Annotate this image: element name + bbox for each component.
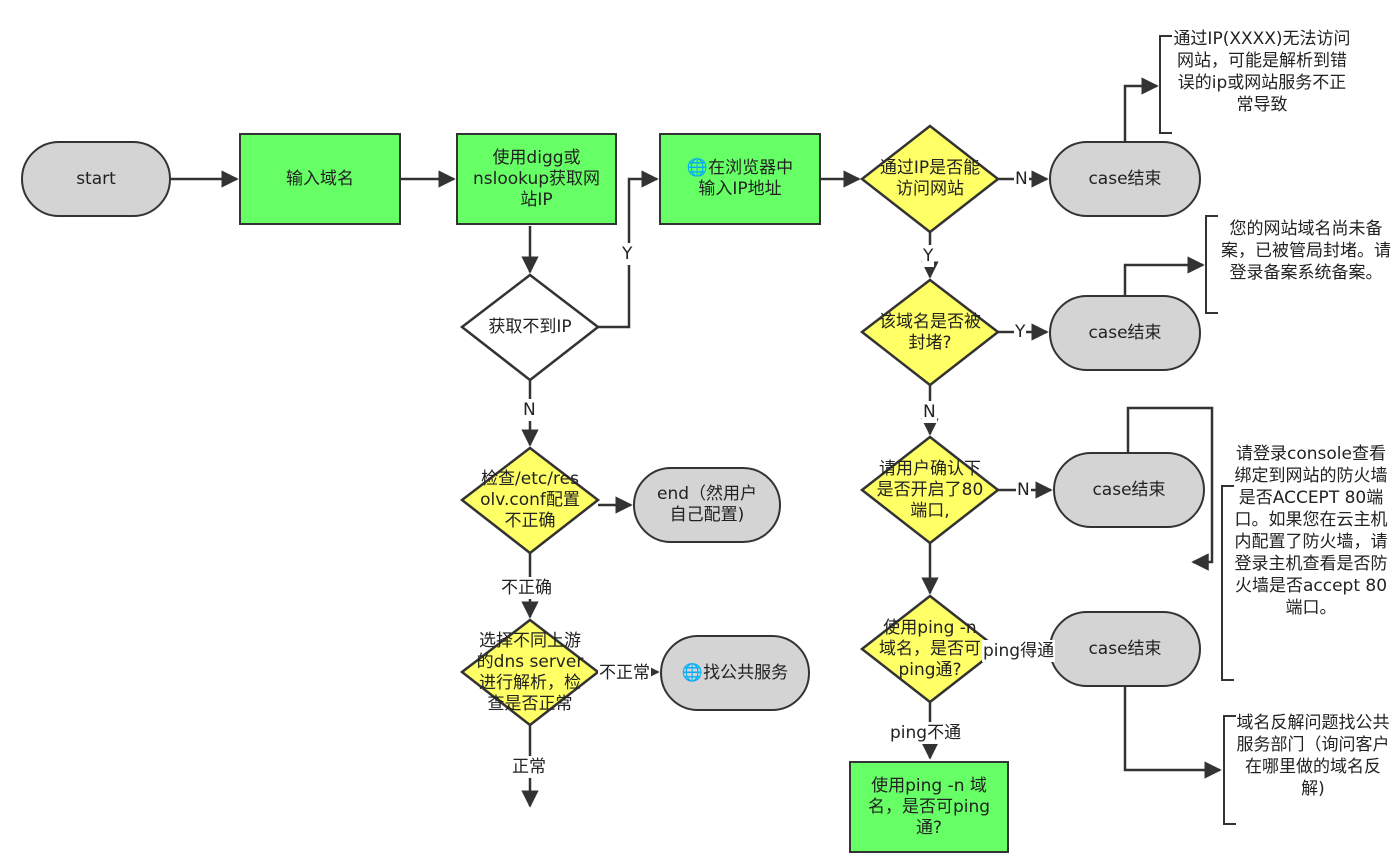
edge-label-incorrect-right: 不正常 [598,662,651,684]
case-end-label-3: case结束 [1092,479,1166,500]
use-dig-label: 使用digg或nslookup获取网站IP [472,147,601,210]
edge-label-n-blocked: N [922,401,937,423]
start-label: start [76,168,116,189]
browser-ip-label: 🌐在浏览器中输入IP地址 [686,158,794,199]
browser-ip-process: 🌐在浏览器中输入IP地址 [659,133,821,225]
domain-blocked-text: 该域名是否被封堵? [879,312,981,353]
note-domain-blocked: 您的网站域名尚未备案，已被管局封堵。请登录备案系统备案。 [1221,219,1391,283]
start-node: start [21,141,171,217]
enter-domain-process: 输入域名 [239,133,401,225]
public-service-node: 🌐找公共服务 [660,635,810,711]
edge-label-ping-fail: ping不通 [889,722,963,744]
ip-access-text: 通过IP是否能访问网站 [879,158,981,199]
edge-label-y-browser: Y [621,243,634,265]
case-end-node-4: case结束 [1049,611,1201,687]
ping-decision-text: 使用ping -n 域名，是否可ping通? [879,617,981,680]
note-ip-error: 通过IP(XXXX)无法访问网站，可能是解析到错误的ip或网站服务不正常导致 [1173,29,1351,115]
case-end-label-4: case结束 [1088,638,1162,659]
end-custom-node: end（然用户自己配置) [633,467,781,543]
case-end-node-1: case结束 [1049,141,1201,217]
case-end-label-2: case结束 [1088,322,1162,343]
public-service-label: 🌐找公共服务 [681,662,789,683]
enter-domain-label: 输入域名 [286,168,354,189]
end-custom-label: end（然用户自己配置) [656,484,758,525]
edge-label-incorrect: 不正确 [500,577,553,599]
edge-label-y-ip-access: Y [922,245,935,267]
ping-process: 使用ping -n 域名，是否可ping通? [849,761,1009,853]
edge-label-n-getip: N [522,399,537,421]
port80-text: 请用户确认下是否开启了80端口, [876,458,984,521]
get-ip-fail-text: 获取不到IP [488,316,572,337]
edge-label-normal: 正常 [511,756,547,778]
edge-label-n-ip-access: N [1014,168,1029,190]
note-reverse-dns: 域名反解问题找公共服务部门（询问客户在哪里做的域名反解) [1236,713,1390,799]
edge-label-n-port80: N [1016,479,1031,501]
ping-process-label: 使用ping -n 域名，是否可ping通? [867,775,991,838]
check-resolv-text: 检查/etc/resolv.conf配置不正确 [480,468,580,531]
select-dns-text: 选择不同上游的dns server进行解析，检查是否正常 [476,631,584,714]
edge-label-y-blocked: Y [1014,321,1027,343]
use-dig-process: 使用digg或nslookup获取网站IP [456,133,617,225]
note-firewall: 请登录console查看绑定到网站的防火墙是否ACCEPT 80端口。如果您在云… [1234,444,1388,618]
case-end-node-2: case结束 [1049,295,1201,371]
case-end-node-3: case结束 [1053,452,1205,528]
edge-label-ping-ok: ping得通 [982,640,1056,662]
case-end-label-1: case结束 [1088,168,1162,189]
